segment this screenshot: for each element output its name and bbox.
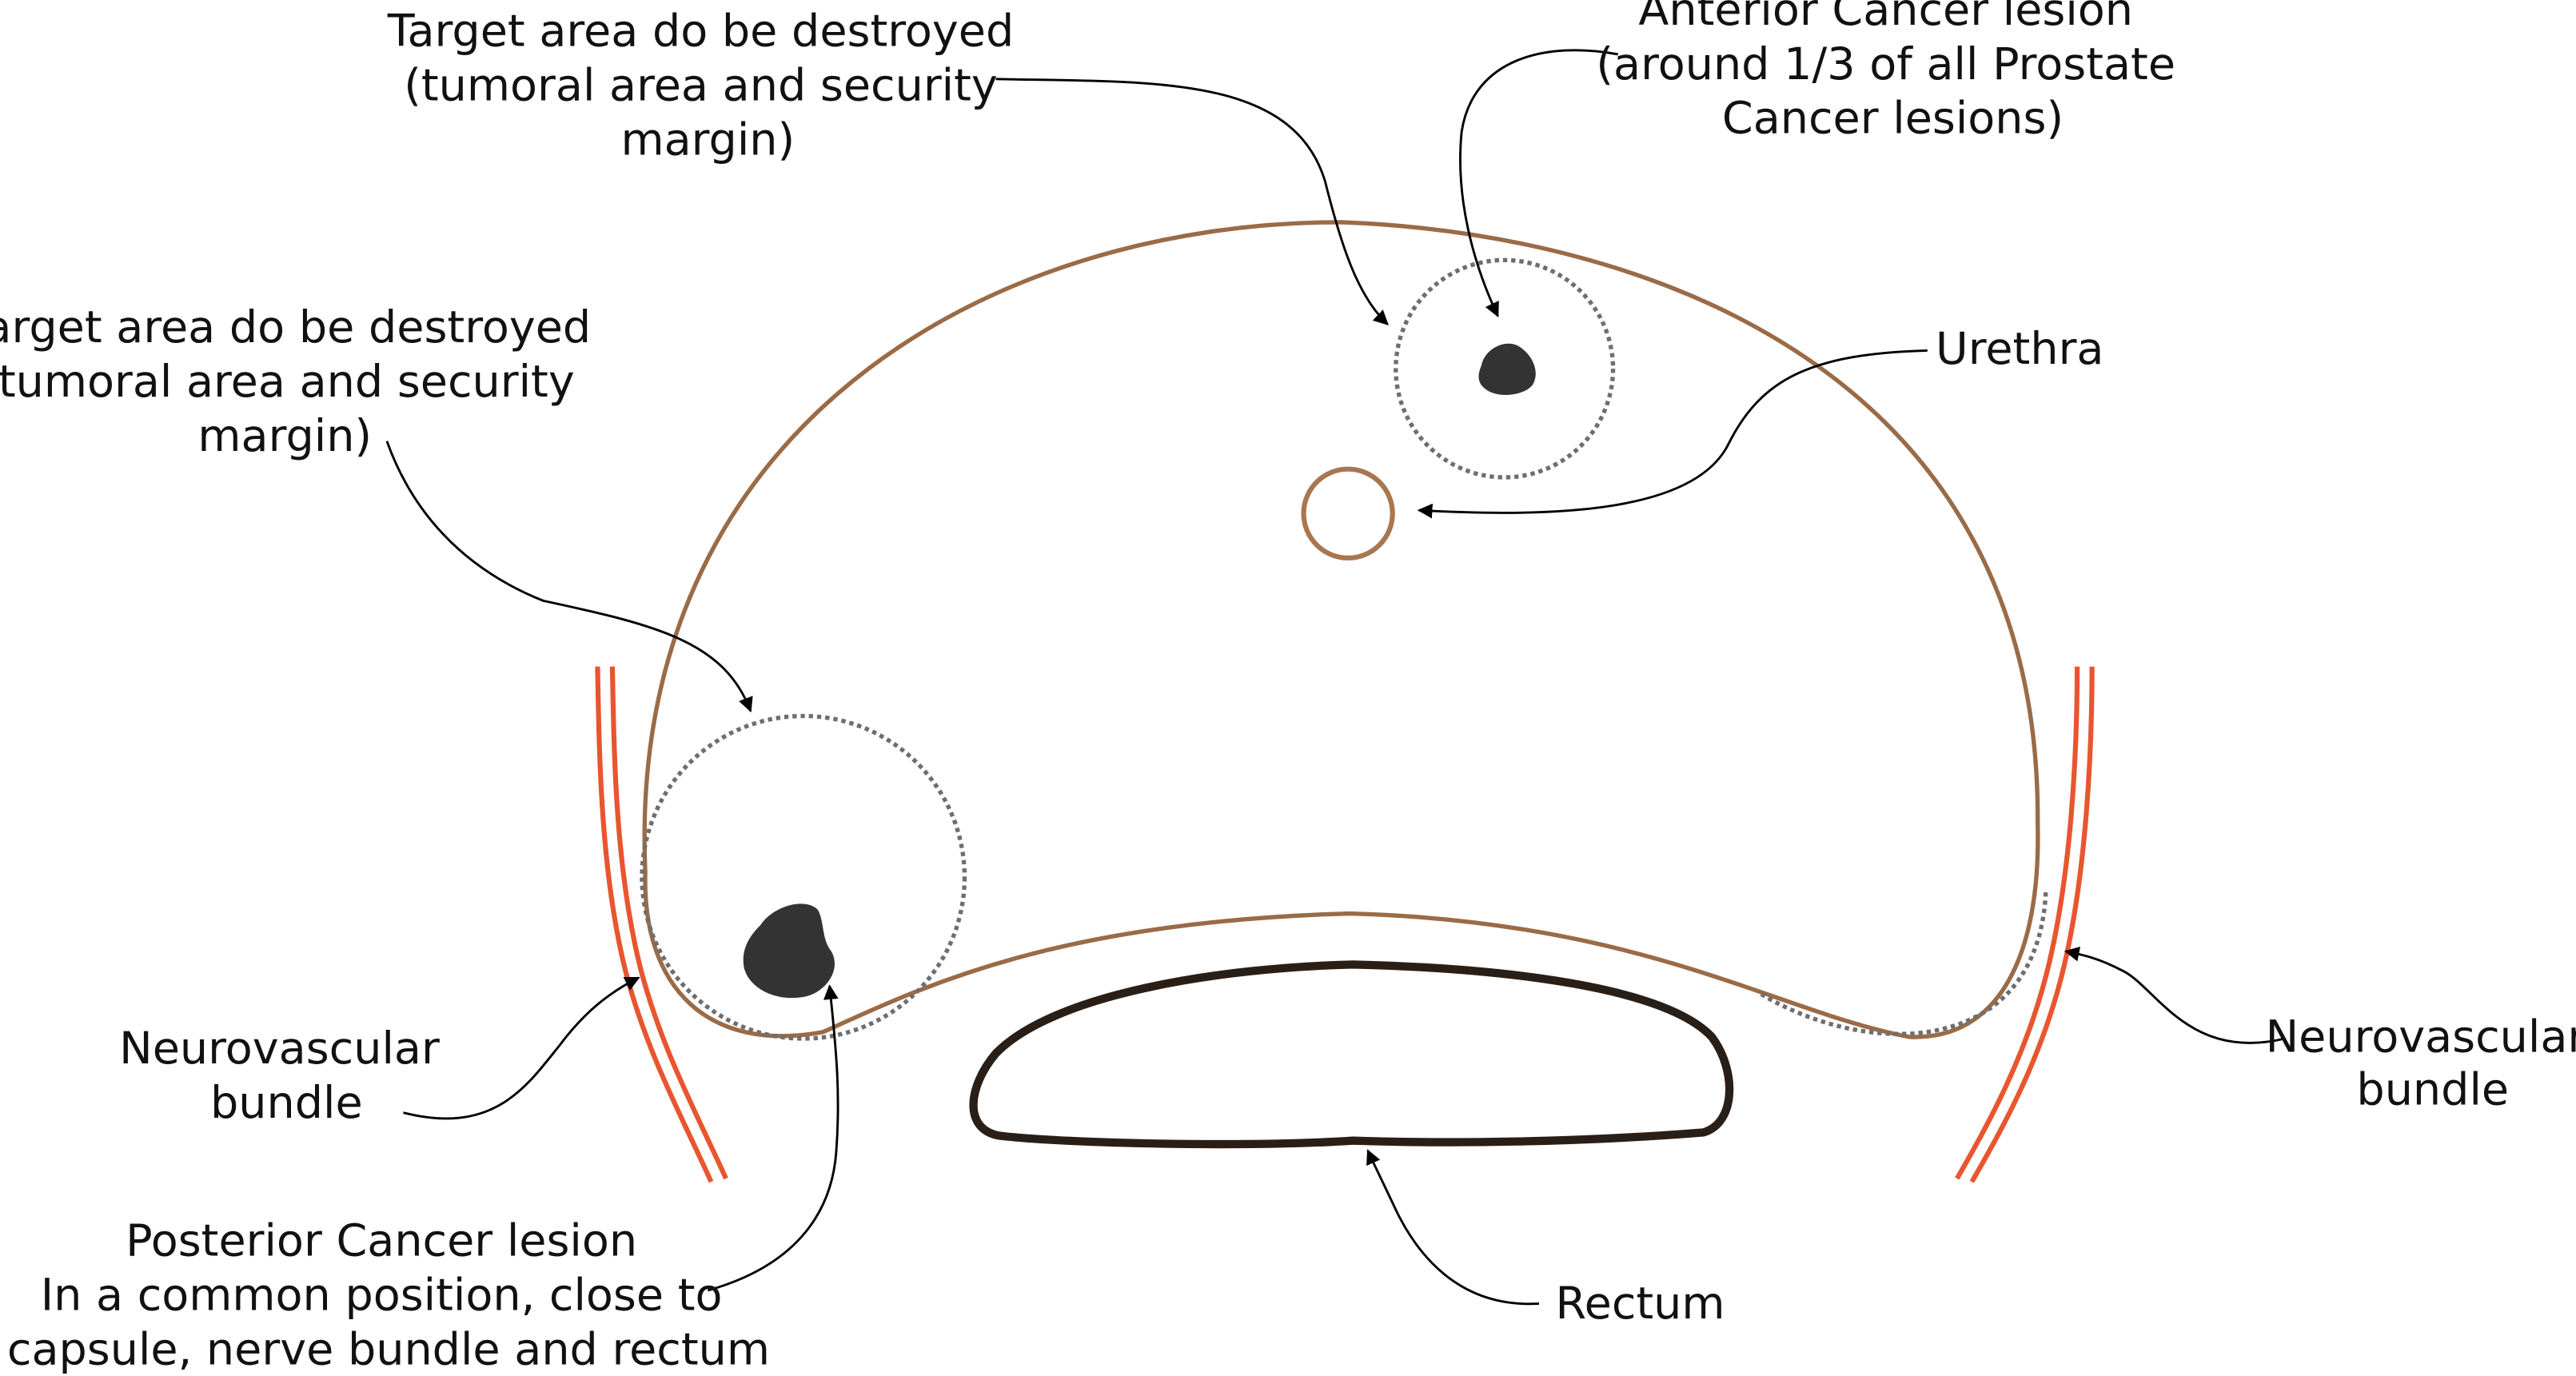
- label-urethra: Urethra: [1936, 323, 2103, 375]
- left-neurovascular-bundle: [597, 667, 726, 1182]
- label-left-nv-bundle-line-1: Neurovascular: [119, 1023, 440, 1075]
- arrow-rectum: [1368, 1151, 1539, 1304]
- label-anterior-target: Target area do be destroyed (tumoral are…: [387, 6, 1028, 166]
- label-anterior-lesion-line-2: (around 1/3 of all Prostate: [1596, 38, 2175, 90]
- right-neurovascular-bundle: [1957, 667, 2092, 1182]
- label-anterior-target-line-3: margin): [620, 114, 795, 166]
- label-posterior-target-line-1: Target area do be destroyed: [0, 301, 591, 353]
- arrow-anterior-lesion: [1460, 50, 1617, 316]
- label-anterior-target-line-2: (tumoral area and security: [404, 60, 998, 112]
- label-posterior-lesion-line-2: In a common position, close to: [41, 1270, 723, 1322]
- right-target-margin-partial: [1761, 889, 2046, 1035]
- label-left-nv-bundle-line-2: bundle: [210, 1077, 363, 1129]
- arrow-right-nv-bundle: [2066, 951, 2285, 1043]
- anterior-cancer-lesion: [1479, 344, 1536, 395]
- arrow-posterior-target: [387, 441, 751, 712]
- label-right-nv-bundle-line-2: bundle: [2356, 1063, 2509, 1115]
- label-posterior-target: Target area do be destroyed (tumoral are…: [0, 301, 605, 462]
- label-posterior-lesion-line-1: Posterior Cancer lesion: [126, 1215, 637, 1267]
- label-posterior-target-line-2: (tumoral area and security: [0, 356, 575, 408]
- label-right-nv-bundle: Neurovascular bundle: [2266, 1011, 2576, 1115]
- label-posterior-lesion: Posterior Cancer lesion In a common posi…: [7, 1215, 770, 1376]
- arrow-anterior-target: [996, 79, 1388, 325]
- urethra: [1304, 469, 1393, 558]
- label-anterior-lesion: Anterior Cancer lesion (around 1/3 of al…: [1596, 0, 2189, 145]
- posterior-cancer-lesion: [744, 903, 835, 998]
- label-rectum: Rectum: [1556, 1278, 1725, 1330]
- label-posterior-lesion-line-3: capsule, nerve bundle and rectum: [7, 1324, 770, 1376]
- label-right-nv-bundle-line-1: Neurovascular: [2266, 1011, 2576, 1063]
- label-anterior-lesion-line-3: Cancer lesions): [1722, 93, 2064, 145]
- rectum: [974, 964, 1730, 1144]
- label-posterior-target-line-3: margin): [197, 410, 372, 462]
- label-anterior-target-line-1: Target area do be destroyed: [387, 6, 1015, 58]
- prostate-capsule-outline: [644, 222, 2038, 1037]
- label-anterior-lesion-line-1: Anterior Cancer lesion: [1638, 0, 2133, 36]
